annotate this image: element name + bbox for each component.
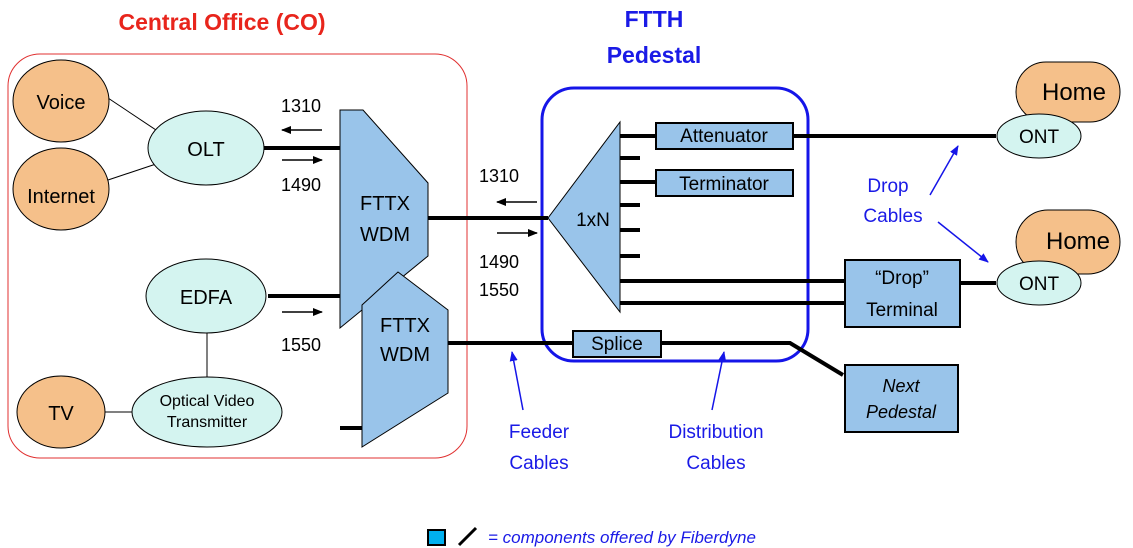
legend-text: = components offered by Fiberdyne: [488, 528, 756, 547]
splice-label: Splice: [591, 334, 643, 355]
ovt-label-line2: Transmitter: [167, 414, 248, 431]
wdm-2-label-line2: WDM: [380, 344, 430, 366]
splitter-shape: [547, 120, 621, 314]
drop-terminal-box: [844, 259, 961, 328]
legend-cable-icon: [457, 526, 478, 547]
feeder-distribution-fiber: [448, 341, 845, 377]
ont-2-node: [996, 260, 1082, 306]
ped-upstream-wavelength: 1310: [479, 166, 519, 186]
ont-2-label: ONT: [1019, 274, 1060, 295]
voice-olt-link: [107, 97, 163, 135]
legend-component-square: [427, 529, 446, 546]
internet-node: [12, 147, 110, 231]
distribution-cable-pointer: [711, 351, 727, 411]
ped-downstream-wavelength-1: 1490: [479, 252, 519, 272]
olt-label: OLT: [187, 139, 224, 161]
splice-box: [572, 330, 662, 358]
voice-node: [12, 59, 110, 143]
co-title: Central Office (CO): [118, 9, 325, 35]
drop-cable-pointer-1: [929, 145, 959, 196]
tv-label: TV: [48, 403, 74, 425]
pedestal-title-line1: FTTH: [625, 6, 684, 32]
home-1-label: Home: [1042, 79, 1106, 106]
drop-terminal-label-line1: “Drop”: [875, 268, 929, 289]
feeder-cables-label-line1: Feeder: [509, 422, 570, 443]
internet-label: Internet: [27, 186, 95, 208]
wdm-1-label-line2: WDM: [360, 224, 410, 246]
feeder-cable-pointer: [509, 351, 524, 411]
drop-cables-label-line2: Cables: [863, 206, 922, 227]
central-office-boundary: [7, 53, 468, 459]
pedestal-boundary: [540, 86, 810, 363]
terminator-box: [655, 169, 794, 197]
distribution-cables-label-line2: Cables: [686, 453, 745, 474]
ovt-label-line1: Optical Video: [160, 393, 255, 410]
terminator-label: Terminator: [679, 174, 769, 195]
co-video-wavelength: 1550: [281, 335, 321, 355]
distribution-cables-label-line1: Distribution: [668, 422, 763, 443]
internet-olt-link: [107, 161, 163, 181]
next-pedestal-box: [844, 364, 959, 433]
optical-video-transmitter-node: [131, 376, 283, 448]
wdm-2-shape: [361, 271, 449, 448]
attenuator-box: [655, 122, 794, 150]
ont-1-node: [996, 113, 1082, 159]
wdm-1-shape: [339, 109, 429, 330]
home-2-label: Home: [1046, 228, 1110, 255]
voice-label: Voice: [37, 92, 86, 114]
edfa-label: EDFA: [180, 287, 233, 309]
feeder-cables-label-line2: Cables: [509, 453, 568, 474]
ont-1-label: ONT: [1019, 127, 1060, 148]
ped-downstream-wavelength-2: 1550: [479, 280, 519, 300]
drop-terminal-label-line2: Terminal: [866, 300, 938, 321]
next-pedestal-label-line2: Pedestal: [866, 402, 937, 422]
pedestal-title-line2: Pedestal: [607, 42, 702, 68]
drop-cable-pointer-2: [937, 221, 989, 263]
next-pedestal-label-line1: Next: [882, 376, 920, 396]
olt-node: [147, 110, 265, 186]
co-downstream-wavelength: 1490: [281, 175, 321, 195]
edfa-node: [145, 258, 267, 334]
tv-node: [16, 375, 106, 449]
attenuator-label: Attenuator: [680, 126, 768, 147]
wdm-2-label-line1: FTTX: [380, 315, 430, 337]
wdm-1-label-line1: FTTX: [360, 193, 410, 215]
drop-cables-label-line1: Drop: [867, 176, 908, 197]
splitter-label: 1xN: [576, 210, 610, 231]
co-upstream-wavelength: 1310: [281, 96, 321, 116]
